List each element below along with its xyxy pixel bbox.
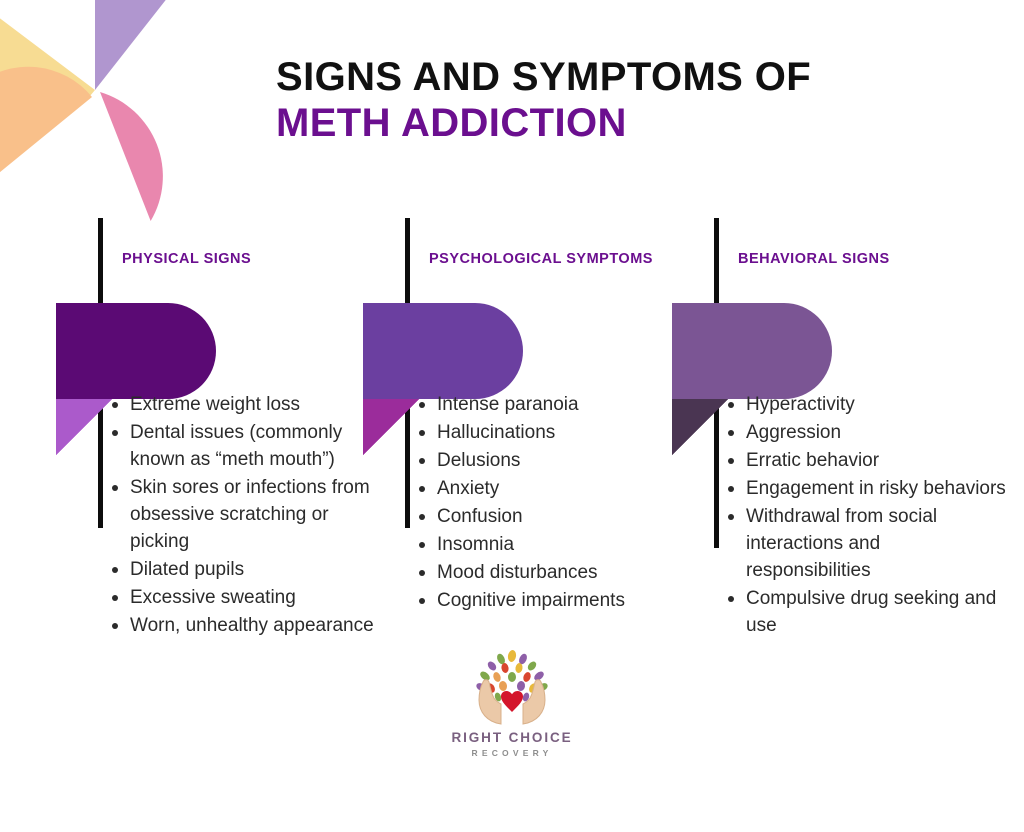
list-item: Delusions <box>409 448 699 475</box>
list-item: Dental issues (commonly known as “meth m… <box>102 420 392 474</box>
hand-left <box>478 679 502 725</box>
banner-body <box>56 303 216 399</box>
column-banner <box>363 303 523 455</box>
list-item: Confusion <box>409 504 699 531</box>
list-item: Erratic behavior <box>718 448 1008 475</box>
heart-icon <box>501 691 523 712</box>
list-physical-signs: Extreme weight loss Dental issues (commo… <box>102 392 392 641</box>
list-item: Hallucinations <box>409 420 699 447</box>
list-item: Excessive sweating <box>102 585 392 612</box>
column-banner <box>56 303 216 455</box>
column-header-physical: PHYSICAL SIGNS <box>122 251 252 267</box>
page-title: SIGNS AND SYMPTOMS OF METH ADDICTION <box>276 54 916 147</box>
title-line-primary: SIGNS AND SYMPTOMS OF <box>276 55 812 99</box>
list-item: Cognitive impairments <box>409 588 699 615</box>
petal-purple <box>95 0 166 90</box>
list-psychological-symptoms: Intense paranoia Hallucinations Delusion… <box>409 392 699 616</box>
hand-right <box>522 679 546 725</box>
list-item: Mood disturbances <box>409 560 699 587</box>
list-behavioral-signs: Hyperactivity Aggression Erratic behavio… <box>718 392 1008 641</box>
list-item: Hyperactivity <box>718 392 1008 419</box>
pinwheel-decoration <box>0 0 166 222</box>
banner-body <box>363 303 523 399</box>
column-header-psychological: PSYCHOLOGICAL SYMPTOMS <box>429 251 653 267</box>
list-item: Engagement in risky behaviors <box>718 476 1008 503</box>
title-line-accent: METH ADDICTION <box>276 101 627 146</box>
list-item: Extreme weight loss <box>102 392 392 419</box>
column-header-behavioral: BEHAVIORAL SIGNS <box>738 251 890 267</box>
banner-fold <box>672 399 728 455</box>
list-item: Dilated pupils <box>102 557 392 584</box>
list-item: Anxiety <box>409 476 699 503</box>
hands-heart-icon <box>476 650 548 725</box>
banner-body <box>672 303 832 399</box>
column-banner <box>672 303 832 455</box>
petal-pink <box>100 92 163 222</box>
list-item: Aggression <box>718 420 1008 447</box>
brand-logo: RIGHT CHOICE RECOVERY <box>436 648 588 758</box>
logo-name: RIGHT CHOICE <box>451 730 573 745</box>
logo-subtitle: RECOVERY <box>471 748 553 758</box>
petal-orange <box>0 66 92 202</box>
list-item: Insomnia <box>409 532 699 559</box>
list-item: Skin sores or infections from obsessive … <box>102 475 392 556</box>
list-item: Worn, unhealthy appearance <box>102 613 392 640</box>
banner-fold <box>363 399 419 455</box>
list-item: Compulsive drug seeking and use <box>718 586 1008 640</box>
petal-yellow <box>0 0 95 122</box>
list-item: Intense paranoia <box>409 392 699 419</box>
banner-fold <box>56 399 112 455</box>
list-item: Withdrawal from social interactions and … <box>718 504 1008 585</box>
